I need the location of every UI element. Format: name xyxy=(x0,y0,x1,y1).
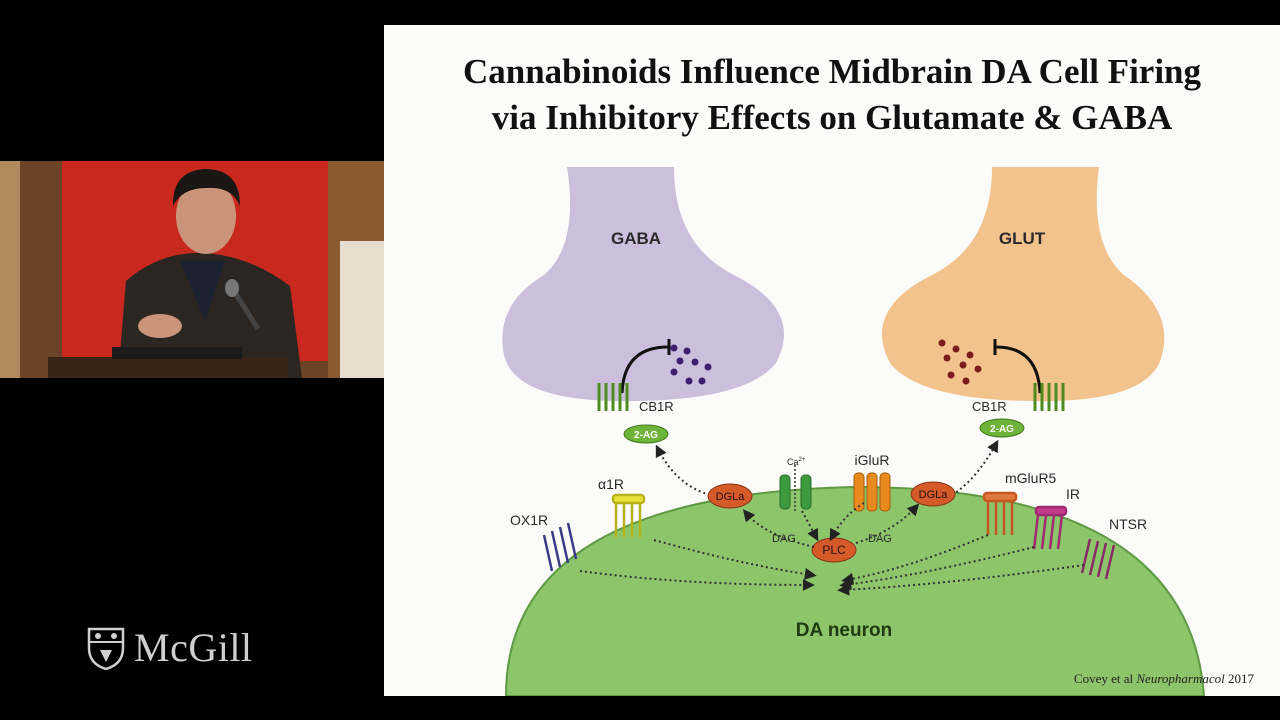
alpha1r-label: α1R xyxy=(598,476,624,492)
da-neuron-label: DA neuron xyxy=(796,620,892,641)
citation-journal: Neuropharmacol xyxy=(1136,671,1225,686)
cb1r-receptor-left xyxy=(597,383,629,411)
calcium-channel xyxy=(779,474,812,510)
alpha1r-receptor xyxy=(611,493,646,537)
mcgill-logo: McGill xyxy=(86,622,276,672)
cb1r-receptor-right xyxy=(1033,383,1065,411)
ntsr-label: NTSR xyxy=(1109,516,1147,532)
ntsr-receptor xyxy=(1080,538,1116,580)
glut-vesicles xyxy=(938,339,982,385)
release-arrow-right xyxy=(951,439,999,496)
dgla-enzyme-right xyxy=(910,481,956,507)
dgla-label-left: DGLa xyxy=(716,491,746,503)
speaker-video-frame xyxy=(0,161,384,378)
two-ag-label-left: 2-AG xyxy=(634,430,658,441)
ox1r-label: OX1R xyxy=(510,512,548,528)
ir-label: IR xyxy=(1066,486,1080,502)
shield-icon xyxy=(87,627,125,670)
slide-title: Cannabinoids Influence Midbrain DA Cell … xyxy=(384,49,1280,141)
mglur5-receptor xyxy=(982,491,1018,535)
release-arrow-left xyxy=(655,444,711,496)
da-neuron-body xyxy=(504,485,1206,696)
dgla-label-right: DGLa xyxy=(919,489,949,501)
slide-title-line-1: Cannabinoids Influence Midbrain DA Cell … xyxy=(462,52,1202,91)
citation-authors: Covey et al xyxy=(1073,671,1137,686)
gaba-label: GABA xyxy=(611,229,661,248)
cb1r-label-right: CB1R xyxy=(972,399,1007,414)
two-ag-left xyxy=(623,424,669,444)
calcium-label-charge: 2+ xyxy=(799,457,806,463)
calcium-label-base: Ca xyxy=(787,457,799,467)
logo-wordmark: McGill xyxy=(134,625,253,670)
citation: Covey et al Neuropharmacol 2017 xyxy=(1074,671,1254,687)
iglur-receptor xyxy=(853,472,891,512)
mglur5-label: mGluR5 xyxy=(1005,470,1057,486)
gaba-terminal xyxy=(502,167,784,402)
ox1r-receptor xyxy=(542,522,578,572)
slide-title-line-2: via Inhibitory Effects on Glutamate & GA… xyxy=(491,98,1173,137)
dag-label-left: DAG xyxy=(772,533,796,545)
two-ag-right xyxy=(979,418,1025,438)
glut-terminal xyxy=(882,167,1165,402)
gaba-inhibition-arc xyxy=(620,345,669,394)
synapse-diagram: GABA GLUT CB1R CB1R 2-AG 2-AG xyxy=(502,167,1206,696)
gaba-vesicles xyxy=(670,344,712,385)
cb1r-label-left: CB1R xyxy=(639,399,674,414)
signaling-arrows xyxy=(579,502,1085,596)
iglur-label: iGluR xyxy=(854,452,889,468)
two-ag-label-right: 2-AG xyxy=(990,424,1014,435)
citation-year: 2017 xyxy=(1224,671,1254,686)
glut-label: GLUT xyxy=(999,229,1046,248)
presentation-slide: Cannabinoids Influence Midbrain DA Cell … xyxy=(384,25,1280,696)
glut-inhibition-arc xyxy=(995,345,1042,394)
ir-receptor xyxy=(1032,505,1068,550)
dag-label-right: DAG xyxy=(868,533,892,545)
speaker-video xyxy=(0,161,384,378)
dgla-enzyme-left xyxy=(707,483,753,509)
calcium-label: Ca2+ xyxy=(787,457,806,467)
plc-label: PLC xyxy=(822,543,846,557)
